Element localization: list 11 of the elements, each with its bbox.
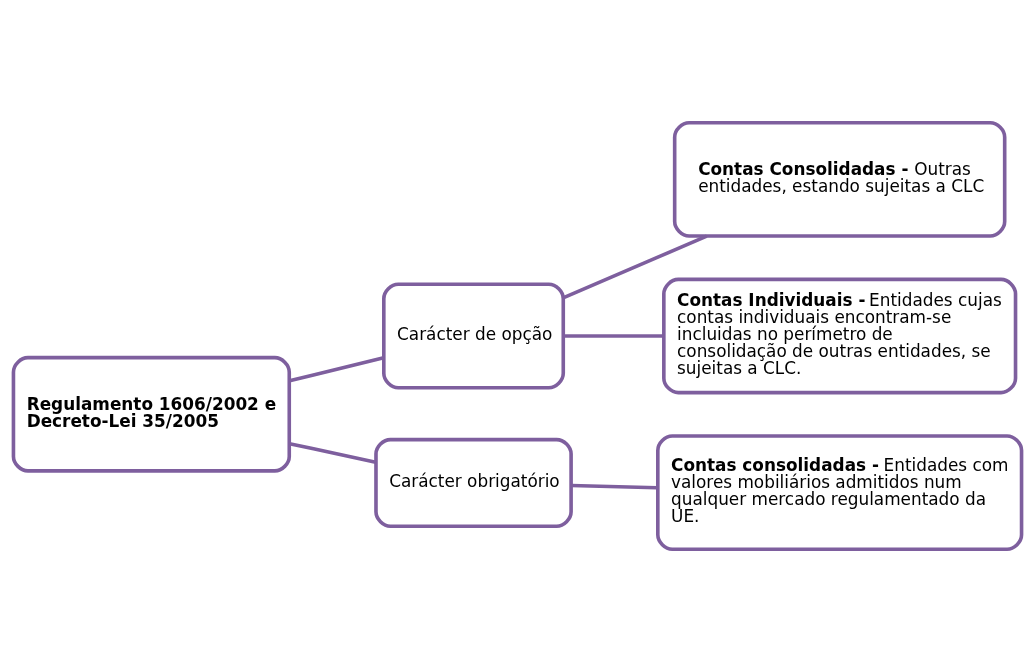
connector <box>563 333 664 338</box>
connector <box>571 483 658 490</box>
connector <box>289 355 385 382</box>
node-box: Contas Consolidadas - Outras entidades, estando sujeitas a CLC <box>672 120 1007 238</box>
node-box: Contas consolidadas - Entidades com valores mobiliários admitidos num qualquer mercado regulamentado da UE. <box>656 433 1024 551</box>
node-box: Regulamento 1606/2002 e Decreto-Lei 35/2005 <box>11 355 292 473</box>
node-box: Contas Individuais - Entidades cujas contas individuais encontram-se incluidas no perímetro de consolidação de outras entidades, se sujeitas a CLC. <box>662 277 1018 394</box>
node-box: Carácter de opção <box>382 281 566 390</box>
node-box: Carácter obrigatório <box>374 437 573 528</box>
connector <box>563 233 708 299</box>
connector <box>289 441 377 464</box>
